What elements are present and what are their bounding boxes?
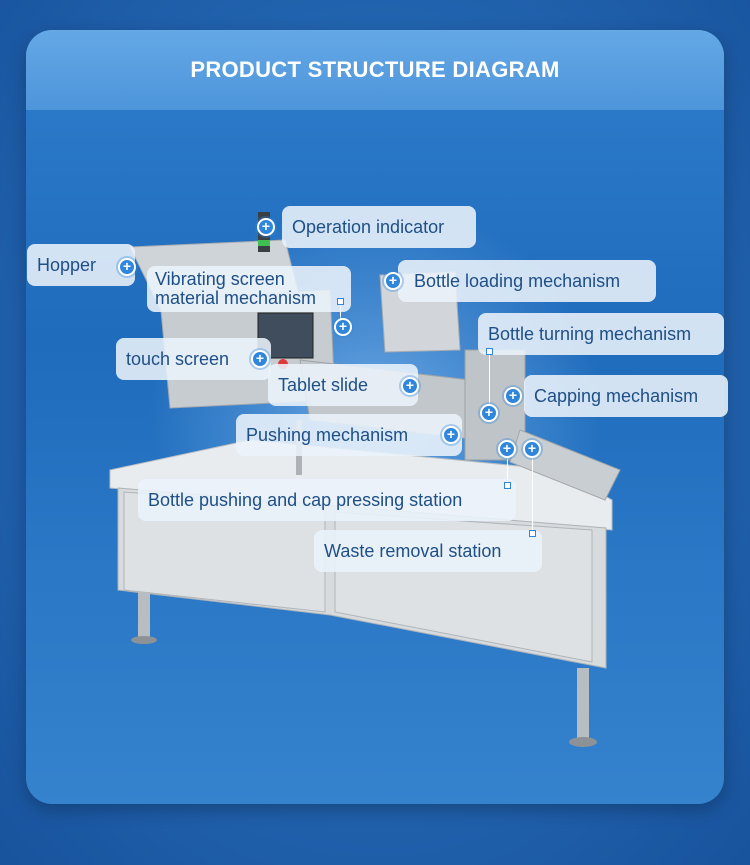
leader-waste-removal — [532, 455, 533, 533]
label-text: Bottle turning mechanism — [488, 324, 692, 344]
foot-right — [569, 737, 597, 747]
label-bottle-loading: Bottle loading mechanism — [398, 260, 656, 302]
label-text: Hopper — [37, 255, 97, 275]
page-title: PRODUCT STRUCTURE DIAGRAM — [190, 57, 560, 82]
anchor-dot — [337, 298, 344, 305]
label-pushing: Pushing mechanism — [236, 414, 462, 456]
label-text-line1: Vibrating screen — [155, 269, 285, 289]
label-text: touch screen — [126, 349, 230, 369]
plus-icon[interactable]: + — [257, 218, 275, 236]
label-text: Pushing mechanism — [246, 425, 409, 445]
leader-bottle-turning — [489, 350, 490, 410]
plus-icon[interactable]: + — [523, 440, 541, 458]
label-text: Operation indicator — [292, 217, 445, 237]
label-text: Bottle loading mechanism — [414, 271, 621, 291]
plus-icon[interactable]: + — [384, 272, 402, 290]
label-touch-screen: touch screen — [116, 338, 271, 380]
anchor-dot — [486, 348, 493, 355]
plus-icon[interactable]: + — [504, 387, 522, 405]
label-text: Tablet slide — [278, 375, 369, 395]
anchor-dot — [529, 530, 536, 537]
title-bar: PRODUCT STRUCTURE DIAGRAM — [26, 30, 724, 110]
plus-icon[interactable]: + — [401, 377, 419, 395]
label-text: Bottle pushing and cap pressing station — [148, 490, 463, 510]
label-text: Waste removal station — [324, 541, 502, 561]
indicator-green-light — [258, 240, 270, 246]
leader-bottle-pushing — [507, 455, 508, 485]
label-capping: Capping mechanism — [524, 375, 728, 417]
leg-front-right — [577, 668, 589, 738]
plus-icon[interactable]: + — [334, 318, 352, 336]
plus-icon[interactable]: + — [251, 350, 269, 368]
label-operation-indicator: Operation indicator — [282, 206, 476, 248]
plus-icon[interactable]: + — [480, 404, 498, 422]
plus-icon[interactable]: + — [498, 440, 516, 458]
label-text-line2: material mechanism — [155, 288, 317, 308]
anchor-dot — [504, 482, 511, 489]
label-bottle-pushing-cap-pressing: Bottle pushing and cap pressing station — [138, 479, 516, 521]
plus-icon[interactable]: + — [442, 426, 460, 444]
label-waste-removal: Waste removal station — [314, 530, 542, 572]
leader-vibrating — [340, 304, 341, 326]
plus-icon[interactable]: + — [118, 258, 136, 276]
label-text: Capping mechanism — [534, 386, 699, 406]
label-tablet-slide: Tablet slide — [268, 364, 418, 406]
label-vibrating-screen: Vibrating screen material mechanism — [147, 266, 351, 312]
leg-front-left — [138, 592, 150, 637]
label-bottle-turning: Bottle turning mechanism — [478, 313, 724, 355]
label-hopper: Hopper — [27, 244, 135, 286]
foot-left — [131, 636, 157, 644]
